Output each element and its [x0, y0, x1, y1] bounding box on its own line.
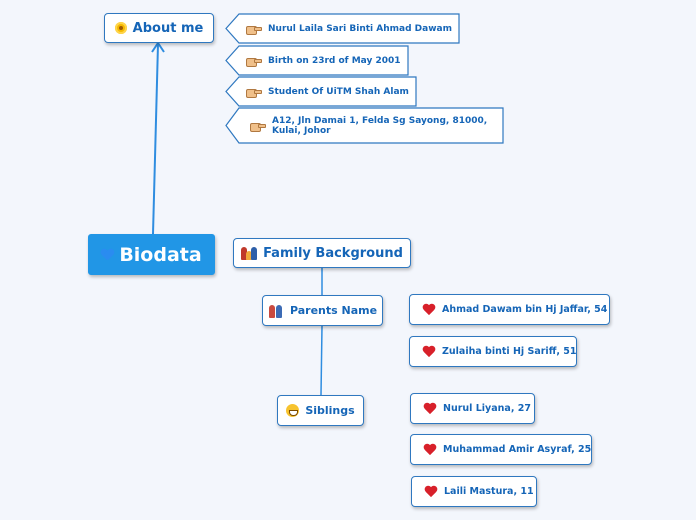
node-about-me[interactable]: About me — [104, 13, 214, 43]
pointing-hand-icon — [250, 122, 266, 132]
family-label: Family Background — [263, 245, 403, 261]
parent-item-mother[interactable]: Zulaiha binti Hj Sariff, 51 — [409, 336, 577, 367]
family-icon — [241, 246, 258, 260]
about-item-birth[interactable]: Birth on 23rd of May 2001 — [224, 45, 409, 76]
root-node-biodata[interactable]: Biodata — [88, 234, 215, 275]
sibling-item-2[interactable]: Muhammad Amir Asyraf, 25 — [410, 434, 592, 465]
node-siblings[interactable]: Siblings — [277, 395, 364, 426]
about-label: About me — [132, 20, 204, 36]
red-heart-icon — [422, 346, 436, 358]
siblings-label: Siblings — [305, 404, 355, 417]
link-about-arrowhead — [151, 41, 165, 53]
parents-label: Parents Name — [289, 304, 378, 317]
parent-item-father[interactable]: Ahmad Dawam bin Hj Jaffar, 54 — [409, 294, 610, 325]
root-label: Biodata — [119, 243, 202, 266]
about-item-address[interactable]: A12, Jln Damai 1, Felda Sg Sayong, 81000… — [224, 107, 504, 144]
red-heart-icon — [423, 444, 437, 456]
node-family-background[interactable]: Family Background — [233, 238, 411, 268]
pointing-hand-icon — [246, 88, 262, 98]
grinning-face-icon — [286, 404, 300, 417]
blue-heart-icon — [101, 249, 113, 261]
pointing-hand-icon — [246, 25, 262, 35]
sibling-item-3[interactable]: Laili Mastura, 11 — [411, 476, 537, 507]
link-root-about — [152, 43, 159, 235]
red-heart-icon — [423, 403, 437, 415]
link-parents-siblings — [320, 325, 323, 396]
pointing-hand-icon — [246, 57, 262, 67]
couple-icon — [268, 304, 284, 318]
about-item-student[interactable]: Student Of UiTM Shah Alam — [224, 76, 417, 107]
red-heart-icon — [422, 304, 436, 316]
about-item-name[interactable]: Nurul Laila Sari Binti Ahmad Dawam — [224, 13, 460, 44]
sibling-item-1[interactable]: Nurul Liyana, 27 — [410, 393, 535, 424]
flower-icon — [114, 22, 127, 34]
node-parents-name[interactable]: Parents Name — [262, 295, 383, 326]
red-heart-icon — [424, 486, 438, 498]
